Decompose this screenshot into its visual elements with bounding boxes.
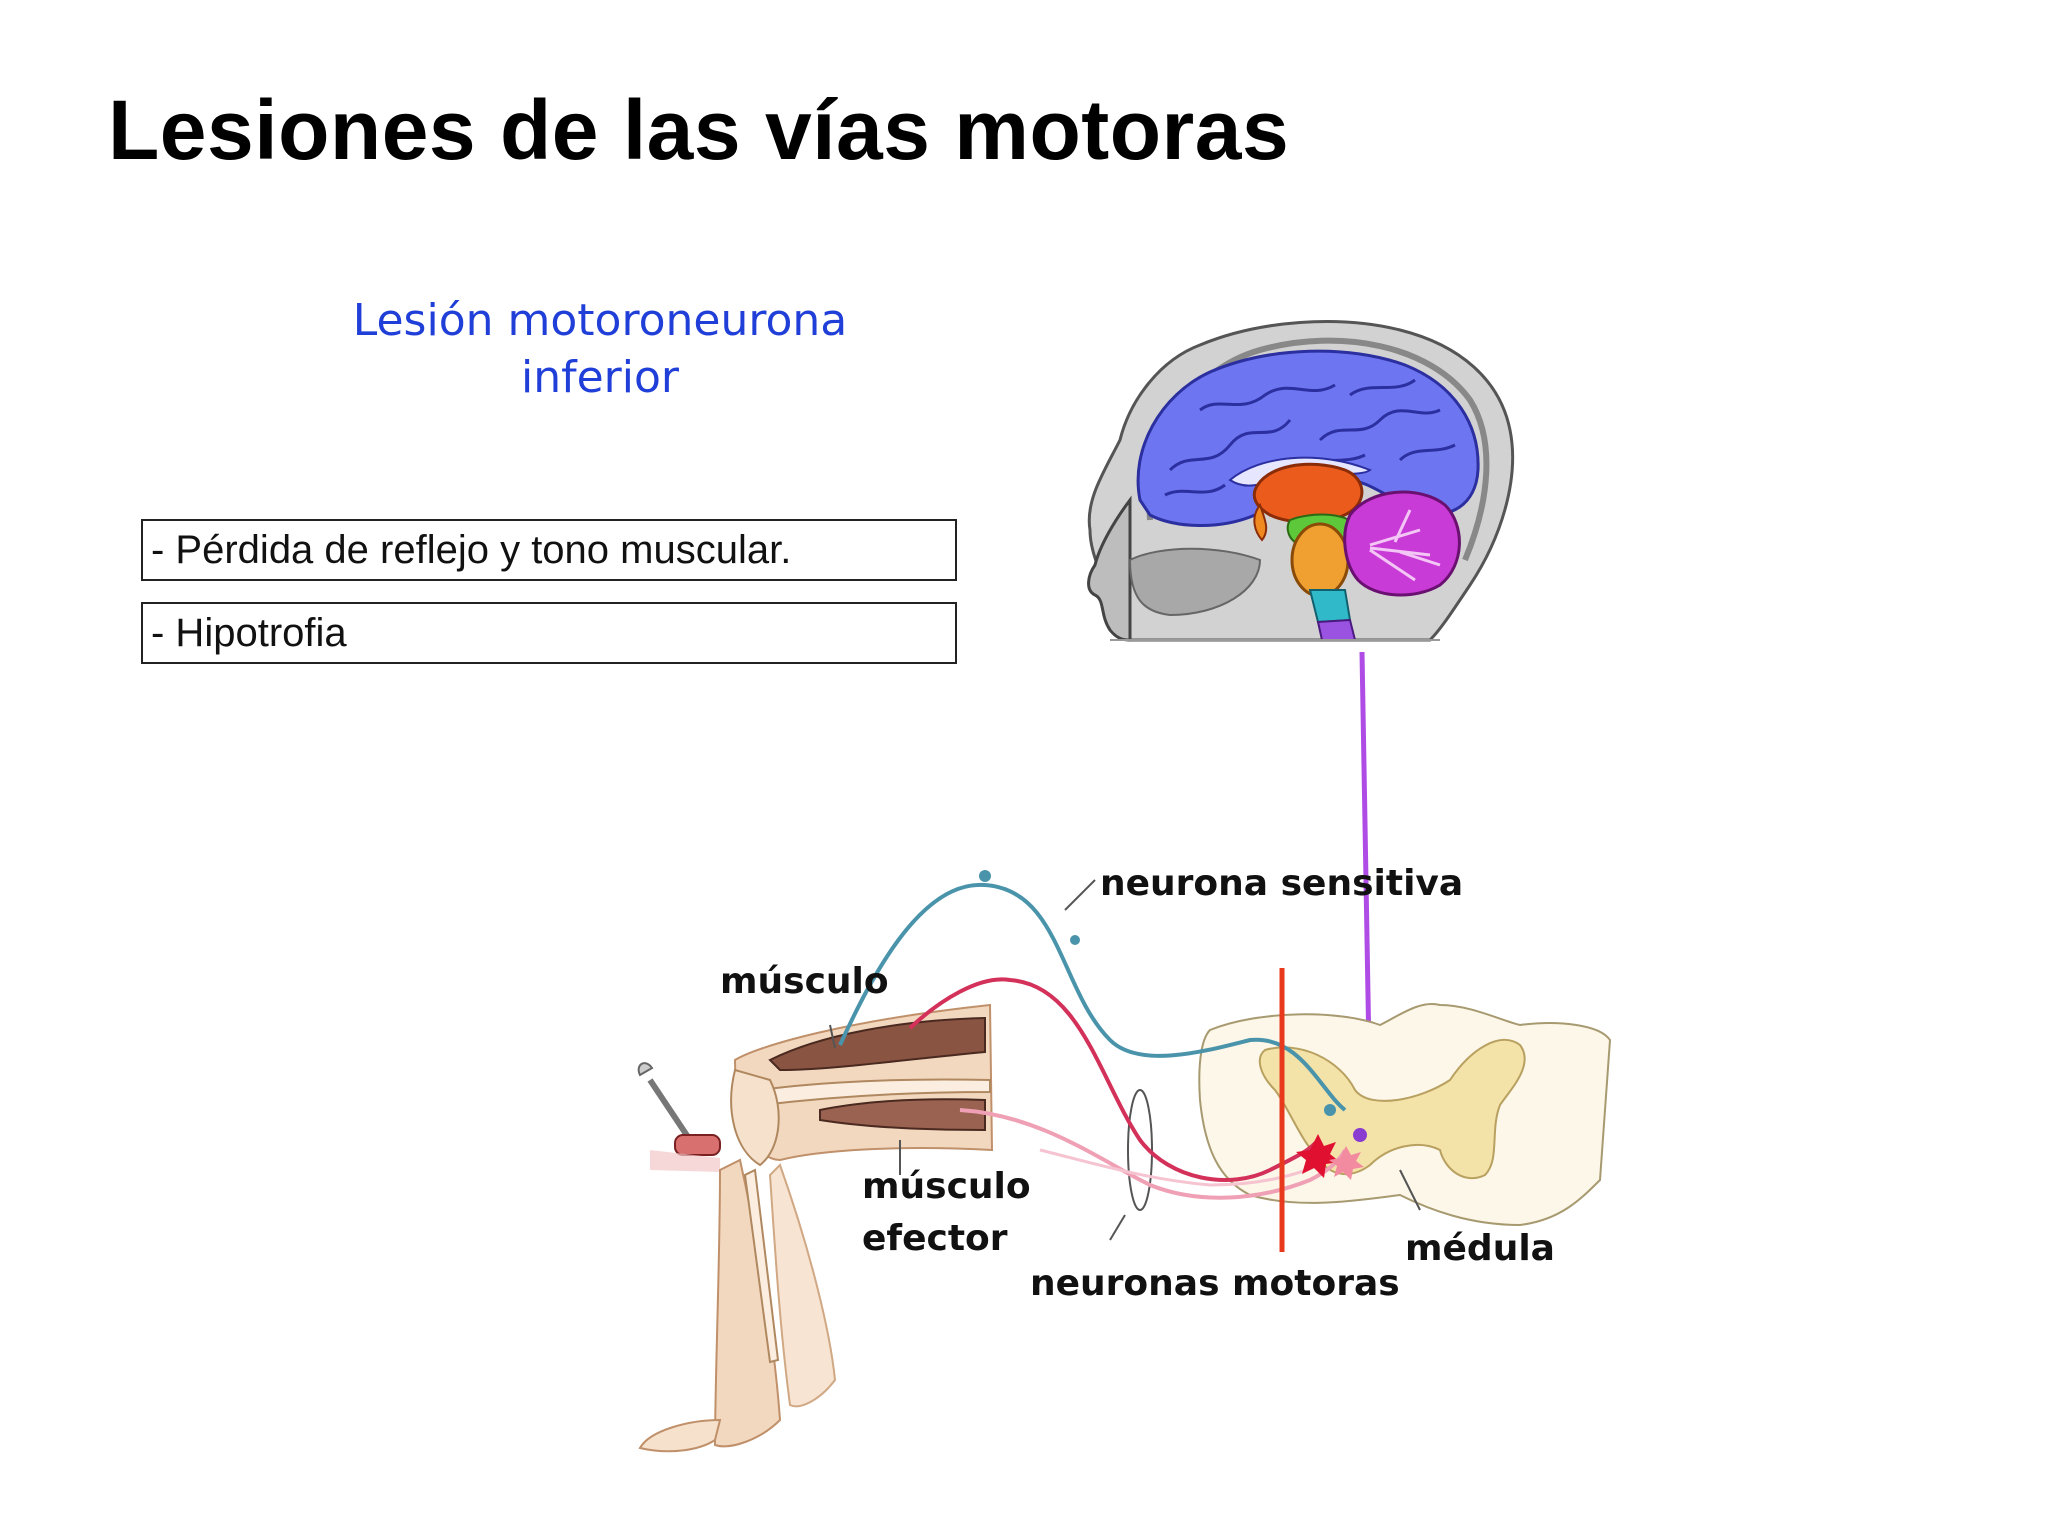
cerebellum — [1343, 490, 1461, 597]
label-muscle: músculo — [720, 961, 889, 1002]
face-profile — [1087, 495, 1132, 642]
hamstring-muscle — [819, 1098, 986, 1132]
subtitle-line-2: inferior — [521, 352, 679, 403]
tibia — [743, 1168, 780, 1364]
brain-sagittal-illustration — [1087, 320, 1515, 642]
calf — [768, 1163, 837, 1408]
label-motor-neurons: neuronas motoras — [1030, 1263, 1400, 1304]
sensory-neuron-path — [838, 882, 1347, 1112]
spinal-cord-cross-section — [1198, 1003, 1612, 1227]
cerebrum-gyri — [1164, 378, 1456, 497]
symptom-box-hypotrophy: - Hipotrofia — [141, 602, 957, 664]
sensory-ganglion — [979, 870, 991, 882]
subtitle-line-1: Lesión motoroneurona — [352, 295, 848, 346]
femur — [758, 1078, 991, 1107]
cerebellum-arbor-vitae — [1369, 509, 1441, 582]
pons — [1290, 522, 1350, 598]
reflex-arc-illustration: neurona sensitiva músculo músculo efecto… — [637, 863, 1612, 1453]
leg — [638, 1003, 994, 1453]
knee — [730, 1068, 780, 1167]
label-spinal-cord: médula — [1405, 1228, 1555, 1269]
motor-neuron-cell-bodies — [1296, 1128, 1367, 1180]
label-effector-muscle-1: músculo — [862, 1166, 1031, 1207]
thalamus — [1252, 462, 1364, 524]
foot — [638, 1418, 722, 1453]
hypothalamus — [1253, 502, 1268, 542]
label-leaders — [829, 879, 1421, 1241]
brainstem-spinal-cord — [1316, 618, 1357, 641]
label-sensory-neuron: neurona sensitiva — [1100, 863, 1463, 904]
medulla-oblongata — [1308, 589, 1352, 624]
reflex-hammer — [637, 1062, 721, 1172]
motor-neuron-path — [908, 977, 1320, 1182]
lesion-subtitle: Lesión motoroneurona inferior — [300, 292, 900, 406]
symptom-box-reflex: - Pérdida de reflejo y tono muscular. — [141, 519, 957, 581]
motor-neuron-path-tertiary — [1039, 1148, 1331, 1187]
quadriceps-muscle — [768, 1016, 986, 1072]
label-effector-muscle-2: efector — [862, 1218, 1008, 1259]
nasal-cavity — [1128, 547, 1262, 617]
slide-title: Lesiones de las vías motoras — [108, 83, 1290, 177]
nerve-root-sheath — [1127, 1089, 1153, 1211]
